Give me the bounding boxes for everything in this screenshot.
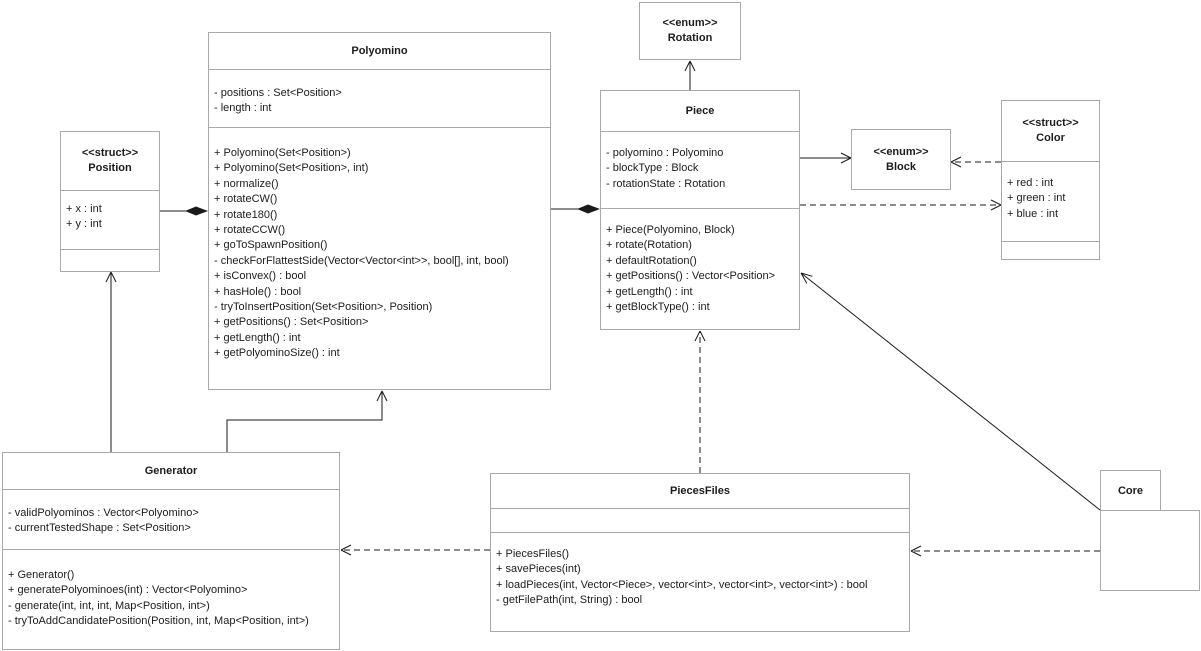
class-position-name: <<struct>> Position xyxy=(61,132,159,190)
class-title: Polyomino xyxy=(351,44,408,57)
class-generator: Generator - validPolyominos : Vector<Pol… xyxy=(2,452,340,650)
method: + isConvex() : bool xyxy=(214,270,307,283)
class-title: Position xyxy=(88,162,132,174)
class-color: <<struct>> Color + red : int + green : i… xyxy=(1001,100,1100,260)
class-piece: Piece - polyomino : Polyomino - blockTyp… xyxy=(600,90,800,330)
stereotype-label: <<enum>> xyxy=(662,17,718,29)
class-generator-methods: + Generator() + generatePolyominoes(int)… xyxy=(3,549,339,649)
method: + rotateCCW() xyxy=(214,223,286,236)
class-generator-name: Generator xyxy=(3,453,339,489)
stereotype-label: <<struct>> xyxy=(1022,117,1079,129)
class-polyomino-name: Polyomino xyxy=(209,33,550,69)
method: + getLength() : int xyxy=(214,331,301,344)
method: - generate(int, int, int, Map<Position, … xyxy=(8,599,210,612)
connector-piecesfiles-piece-dashed xyxy=(694,330,706,473)
attribute: - length : int xyxy=(214,102,272,115)
attribute: + y : int xyxy=(66,218,102,231)
class-block-name: <<enum>> Block xyxy=(852,130,950,189)
method: + rotate180() xyxy=(214,208,278,221)
connector-piece-color-dashed xyxy=(800,199,1002,211)
method: + savePieces(int) xyxy=(496,563,581,576)
method: + getLength() : int xyxy=(606,285,693,298)
class-piecesfiles-attributes-empty xyxy=(491,508,909,532)
attribute: - validPolyominos : Vector<Polyomino> xyxy=(8,507,199,519)
class-title: Generator xyxy=(144,464,198,477)
class-title: Core xyxy=(1117,485,1144,497)
attribute: + blue : int xyxy=(1007,207,1059,220)
connector-piece-polyomino-composition xyxy=(551,204,600,214)
class-core-body xyxy=(1100,510,1200,591)
method: + Polyomino(Set<Position>) xyxy=(214,147,351,159)
class-piece-methods: + Piece(Polyomino, Block) + rotate(Rotat… xyxy=(601,208,799,329)
method: + Polyomino(Set<Position>, int) xyxy=(214,162,369,175)
connector-core-piecesfiles-dashed xyxy=(910,545,1100,557)
method: + Generator() xyxy=(8,569,75,581)
class-core-tab: Core xyxy=(1100,470,1161,511)
method: + goToSpawnPosition() xyxy=(214,239,328,252)
connector-polyomino-position-composition xyxy=(160,206,208,216)
method: + rotateCW() xyxy=(214,193,278,206)
connector-piecesfiles-generator-dashed xyxy=(340,544,490,556)
class-title: Piece xyxy=(685,104,715,117)
method: + defaultRotation() xyxy=(606,254,697,267)
class-piecesfiles: PiecesFiles + PiecesFiles() + savePieces… xyxy=(490,473,910,632)
class-color-name: <<struct>> Color xyxy=(1002,101,1099,161)
class-piecesfiles-name: PiecesFiles xyxy=(491,474,909,508)
class-generator-attributes: - validPolyominos : Vector<Polyomino> - … xyxy=(3,489,339,549)
method: + Piece(Polyomino, Block) xyxy=(606,224,735,236)
method: + loadPieces(int, Vector<Piece>, vector<… xyxy=(496,578,868,591)
method: - checkForFlattestSide(Vector<Vector<int… xyxy=(214,254,509,267)
method: + getPolyominoSize() : int xyxy=(214,347,340,360)
class-title: Block xyxy=(886,160,916,173)
attribute: + x : int xyxy=(66,203,102,215)
stereotype-label: <<struct>> xyxy=(81,147,139,159)
attribute: - polyomino : Polyomino xyxy=(606,147,724,159)
class-rotation: <<enum>> Rotation xyxy=(639,2,741,60)
method: + getPositions() : Set<Position> xyxy=(214,316,369,329)
class-title: Color xyxy=(1036,132,1065,144)
class-color-methods-empty xyxy=(1002,241,1099,259)
class-title: Rotation xyxy=(667,32,713,44)
stereotype-label: <<enum>> xyxy=(873,145,929,158)
class-position: <<struct>> Position + x : int + y : int xyxy=(60,131,160,272)
attribute: + red : int xyxy=(1007,177,1054,189)
method: + generatePolyominoes(int) : Vector<Poly… xyxy=(8,584,248,597)
attribute: - rotationState : Rotation xyxy=(606,177,726,190)
class-rotation-name: <<enum>> Rotation xyxy=(640,3,740,59)
method: + hasHole() : bool xyxy=(214,285,302,298)
method: + PiecesFiles() xyxy=(496,548,570,560)
method: - getFilePath(int, String) : bool xyxy=(496,594,643,607)
class-piece-name: Piece xyxy=(601,91,799,131)
method: + rotate(Rotation) xyxy=(606,239,692,252)
method: + getPositions() : Vector<Position> xyxy=(606,270,776,283)
connector-piece-block xyxy=(800,152,852,164)
method: - tryToAddCandidatePosition(Position, in… xyxy=(8,615,309,628)
connector-generator-polyomino xyxy=(226,390,388,452)
class-color-attributes: + red : int + green : int + blue : int xyxy=(1002,161,1099,241)
method: + getBlockType() : int xyxy=(606,300,710,313)
class-position-methods-empty xyxy=(61,249,159,271)
attribute: + green : int xyxy=(1007,192,1066,205)
attribute: - positions : Set<Position> xyxy=(214,87,342,99)
class-piece-attributes: - polyomino : Polyomino - blockType : Bl… xyxy=(601,131,799,208)
class-block: <<enum>> Block xyxy=(851,129,951,190)
method: + normalize() xyxy=(214,177,279,190)
class-polyomino-methods: + Polyomino(Set<Position>) + Polyomino(S… xyxy=(209,127,550,389)
class-polyomino-attributes: - positions : Set<Position> - length : i… xyxy=(209,69,550,127)
attribute: - currentTestedShape : Set<Position> xyxy=(8,522,191,535)
attribute: - blockType : Block xyxy=(606,162,699,175)
method: - tryToInsertPosition(Set<Position>, Pos… xyxy=(214,300,433,313)
connector-generator-position xyxy=(105,271,117,452)
class-title: PiecesFiles xyxy=(670,484,730,497)
connector-core-piece xyxy=(800,272,1101,511)
connector-color-block-dashed xyxy=(950,156,1001,168)
connector-piece-rotation xyxy=(684,60,696,90)
class-piecesfiles-methods: + PiecesFiles() + savePieces(int) + load… xyxy=(491,532,909,631)
class-polyomino: Polyomino - positions : Set<Position> - … xyxy=(208,32,551,390)
class-position-attributes: + x : int + y : int xyxy=(61,190,159,249)
